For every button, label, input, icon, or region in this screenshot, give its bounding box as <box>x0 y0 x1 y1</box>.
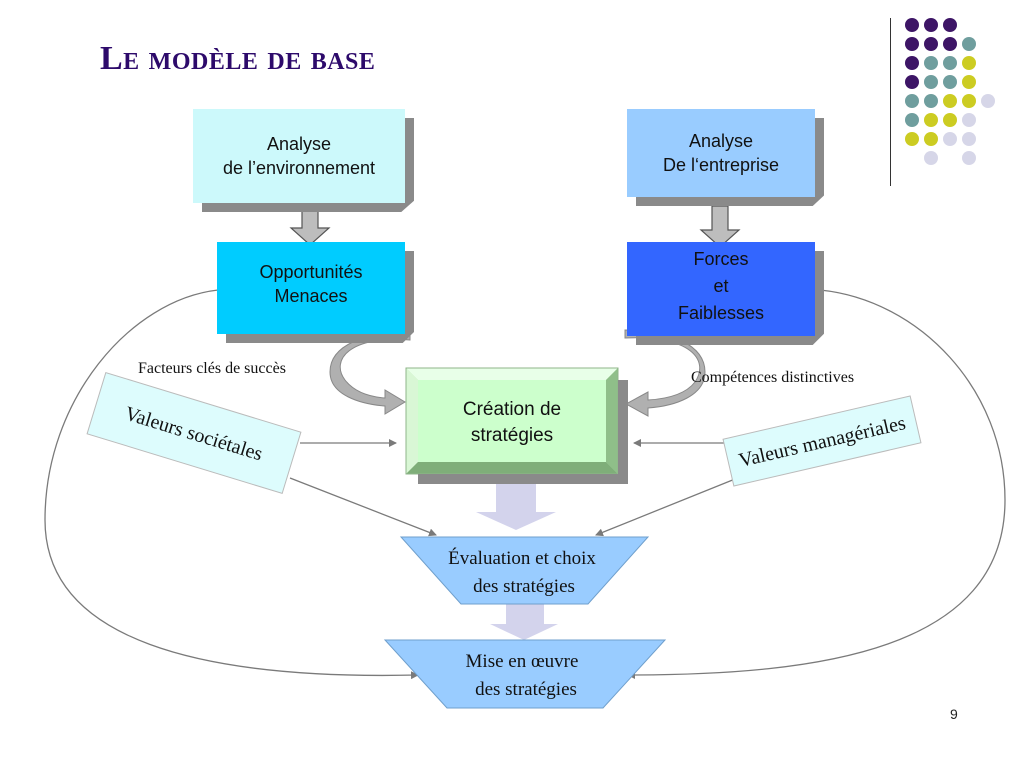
forces-line2: et <box>713 275 729 296</box>
societales-to-evaluation-arrow <box>289 477 437 537</box>
decorative-dot <box>905 94 919 108</box>
facteurs-label: Facteurs clés de succès <box>138 360 286 377</box>
manageriales-to-evaluation-arrow <box>595 474 746 537</box>
decorative-dot <box>962 113 976 127</box>
decorative-dot <box>943 94 957 108</box>
decorative-dot <box>943 56 957 70</box>
competences-label: Compétences distinctives <box>691 369 854 386</box>
left-feedback-loop <box>44 289 419 680</box>
analyse-env-line2: de l’environnement <box>222 158 376 178</box>
decorative-dot <box>943 75 957 89</box>
slide-title: Le modèle de base <box>100 40 376 77</box>
valeurs-societales-box: Valeurs sociétales <box>86 371 302 495</box>
page-number: 9 <box>950 706 958 722</box>
mise-en-oeuvre-text-line2: des stratégies <box>475 679 577 700</box>
decorative-dot <box>905 56 919 70</box>
evaluation-text-line2: des stratégies <box>473 576 575 597</box>
creation-strategies-box <box>405 367 628 484</box>
decorative-dot <box>905 132 919 146</box>
analyse-ent-line1: Analyse <box>688 131 754 151</box>
forces-line3: Faiblesses <box>677 302 765 323</box>
decorative-dot <box>905 37 919 51</box>
decorative-dot <box>924 37 938 51</box>
decorative-dot <box>943 37 957 51</box>
decorative-dot <box>962 132 976 146</box>
curved-arrow-left <box>329 331 411 415</box>
decorative-dot <box>943 18 957 32</box>
divider-line <box>890 18 891 186</box>
decorative-dot <box>962 94 976 108</box>
decorative-dot <box>905 75 919 89</box>
creation-text-line2: stratégies <box>471 425 553 446</box>
decorative-dot <box>962 151 976 165</box>
evaluation-funnel <box>399 536 650 605</box>
decorative-dot <box>962 75 976 89</box>
decorative-dot <box>905 113 919 127</box>
forces-line1: Forces <box>693 248 749 269</box>
decorative-dot <box>981 94 995 108</box>
decorative-dot <box>962 37 976 51</box>
decorative-dot-grid <box>905 18 1015 168</box>
decorative-dot <box>924 132 938 146</box>
mise-en-oeuvre-funnel <box>383 639 667 709</box>
decorative-dot <box>943 132 957 146</box>
analyse-environnement-box: Analyse de l’environnement <box>193 109 405 203</box>
decorative-dot <box>924 18 938 32</box>
evaluation-text-line1: Évaluation et choix <box>448 547 596 569</box>
decorative-dot <box>924 113 938 127</box>
right-feedback-loop <box>627 289 1006 679</box>
lavender-arrow-top <box>476 478 556 530</box>
opportunites-line1: Opportunités <box>259 262 363 282</box>
analyse-env-line1: Analyse <box>266 134 332 154</box>
decorative-dot <box>905 18 919 32</box>
decorative-dot <box>924 151 938 165</box>
opportunites-menaces-box: Opportunités Menaces <box>217 242 405 334</box>
forces-faiblesses-box: Forces et Faiblesses <box>627 242 815 336</box>
decorative-dot <box>924 94 938 108</box>
creation-text-line1: Création de <box>463 399 561 420</box>
lavender-arrow-bottom <box>490 604 558 640</box>
decorative-dot <box>943 113 957 127</box>
opportunites-line2: Menaces <box>274 286 348 306</box>
curved-arrow-right <box>624 329 706 417</box>
decorative-dot <box>924 75 938 89</box>
valeurs-manageriales-box: Valeurs managériales <box>722 395 922 487</box>
analyse-ent-line2: De l‘entreprise <box>662 155 780 175</box>
mise-en-oeuvre-text-line1: Mise en œuvre <box>466 651 579 672</box>
decorative-dot <box>962 56 976 70</box>
decorative-dot <box>924 56 938 70</box>
analyse-entreprise-box: Analyse De l‘entreprise <box>627 109 815 197</box>
down-arrow-right <box>699 205 741 248</box>
